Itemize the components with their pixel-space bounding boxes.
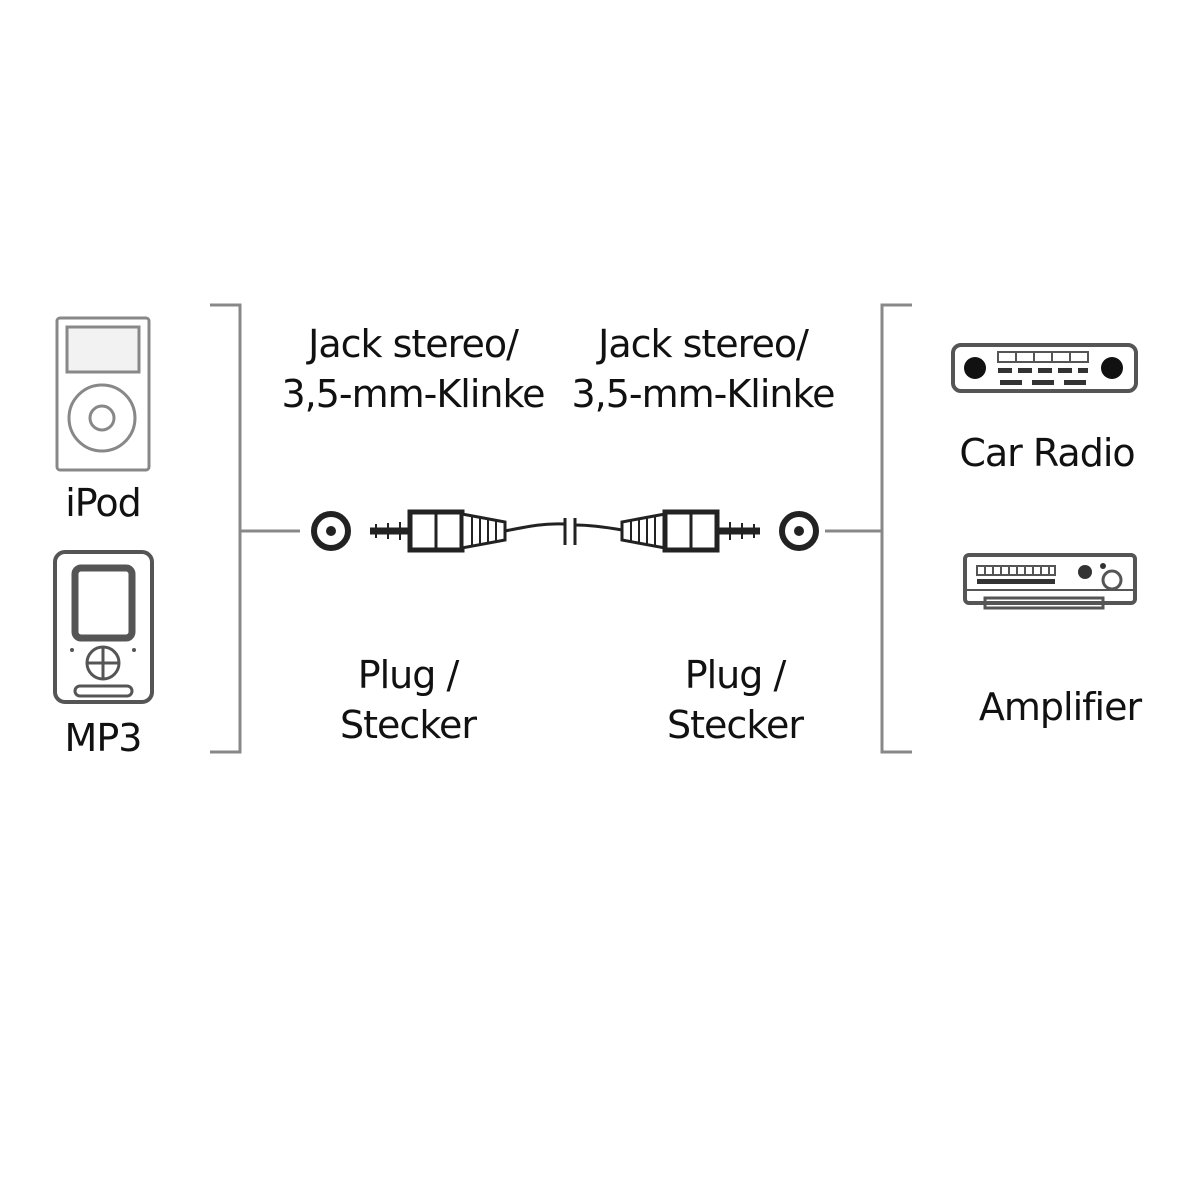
car-radio-label-text: Car Radio <box>959 431 1135 475</box>
car-radio-label: Car Radio <box>959 428 1135 478</box>
cable-line <box>504 522 623 533</box>
right-jack-socket-icon <box>779 511 819 551</box>
left-bracket <box>210 303 242 754</box>
ipod-label: iPod <box>65 478 141 528</box>
ipod-label-text: iPod <box>65 481 141 525</box>
left-connector-gender-label: Plug / Stecker <box>340 650 477 750</box>
left-connector-type-label: Jack stereo/ 3,5-mm-Klinke <box>281 319 545 419</box>
mp3-label: MP3 <box>64 713 143 763</box>
left-connector-type-line2: 3,5-mm-Klinke <box>281 372 545 416</box>
right-connector-type-label: Jack stereo/ 3,5-mm-Klinke <box>571 319 835 419</box>
car-radio-icon <box>951 343 1138 393</box>
ipod-icon <box>55 316 151 472</box>
right-connector-type-line2: 3,5-mm-Klinke <box>571 372 835 416</box>
left-connector-gender-line2: Stecker <box>340 703 477 747</box>
left-connector-gender-line1: Plug / <box>357 653 460 697</box>
amplifier-icon <box>963 553 1137 610</box>
right-connector-gender-line2: Stecker <box>667 703 804 747</box>
right-connector-type-line1: Jack stereo/ <box>598 322 809 366</box>
mp3-label-text: MP3 <box>64 716 143 760</box>
right-connector-gender-line1: Plug / <box>684 653 787 697</box>
right-plug-icon <box>620 509 760 553</box>
right-connector-gender-label: Plug / Stecker <box>667 650 804 750</box>
right-bracket <box>880 303 912 754</box>
mp3-player-icon <box>53 550 154 704</box>
stereo-cable-icon <box>370 509 760 553</box>
left-jack-socket-icon <box>311 511 351 551</box>
left-connector-type-line1: Jack stereo/ <box>308 322 519 366</box>
left-plug-icon <box>370 509 507 553</box>
amplifier-label-text: Amplifier <box>978 685 1142 729</box>
amplifier-label: Amplifier <box>978 682 1142 732</box>
